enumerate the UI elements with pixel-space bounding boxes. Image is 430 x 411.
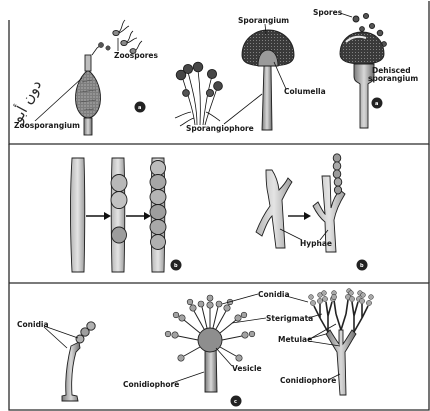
badge-b-icon: b (171, 260, 182, 271)
badge-a2-icon: a (372, 98, 383, 109)
branched-hyphae-right-drawing (313, 154, 345, 252)
panel-a: Zoospores Zoosporangium a Sporangium (14, 8, 418, 135)
simple-conidiophore-drawing (62, 322, 95, 401)
watermark-text: دون أبو (6, 76, 45, 126)
label-columella: Columella (284, 87, 326, 96)
metulae-branches (314, 300, 368, 332)
panel-c: Conidia (17, 289, 373, 407)
leader-conidia-top-1 (222, 294, 258, 304)
svg-text:b: b (174, 263, 178, 269)
label-conidia-top: Conidia (258, 290, 290, 299)
label-hyphae: Hyphae (300, 239, 332, 248)
label-vesicle: Vesicle (232, 364, 262, 373)
label-dehisced-sporangium: Dehisced sporangium (368, 66, 418, 83)
label-conidiophore-left: Conidiophore (123, 380, 179, 389)
badge-b2-icon: b (357, 260, 368, 271)
hypha-2-drawing (111, 158, 127, 272)
sporangium-drawing (242, 30, 294, 130)
zoospores-drawing (113, 20, 142, 53)
svg-text:a: a (138, 105, 141, 111)
leader-conidia-top-2 (286, 296, 308, 302)
leader-conidiophore-left (172, 372, 204, 383)
arrow-right-icon-2 (126, 212, 151, 220)
badge-c-icon: c (231, 396, 242, 407)
svg-text:b: b (360, 263, 364, 269)
label-conidiophore-right: Conidiophore (280, 376, 336, 385)
label-spores: Spores (313, 8, 343, 17)
label-sterigmata: Sterigmata (266, 314, 313, 323)
label-zoosporangium: Zoosporangium (14, 121, 80, 130)
hypha-3-drawing (150, 158, 166, 272)
leader-columella (274, 62, 286, 89)
panel-b: b Hyphae b (71, 154, 368, 272)
aspergillus-drawing (165, 295, 255, 392)
leader-sporangiophore (224, 94, 262, 124)
label-sporangiophore: Sporangiophore (186, 124, 254, 133)
label-zoospores: Zoospores (114, 51, 159, 60)
label-conidia-left: Conidia (17, 320, 49, 329)
branched-hyphae-left-drawing (256, 170, 292, 248)
label-sporangium: Sporangium (238, 16, 289, 25)
zoosporangium-drawing (76, 42, 111, 135)
small-sporangia-drawing (175, 62, 222, 126)
label-metulae: Metulae (278, 335, 312, 344)
badge-a-icon: a (135, 102, 146, 113)
svg-text:c: c (234, 399, 237, 405)
label-dehisced-line2: sporangium (368, 74, 418, 83)
leader-vesicle (216, 348, 232, 366)
hypha-1-drawing (71, 158, 85, 272)
svg-text:a: a (375, 101, 378, 107)
arrow-right-icon-3 (288, 212, 311, 220)
arrow-right-icon (86, 212, 111, 220)
